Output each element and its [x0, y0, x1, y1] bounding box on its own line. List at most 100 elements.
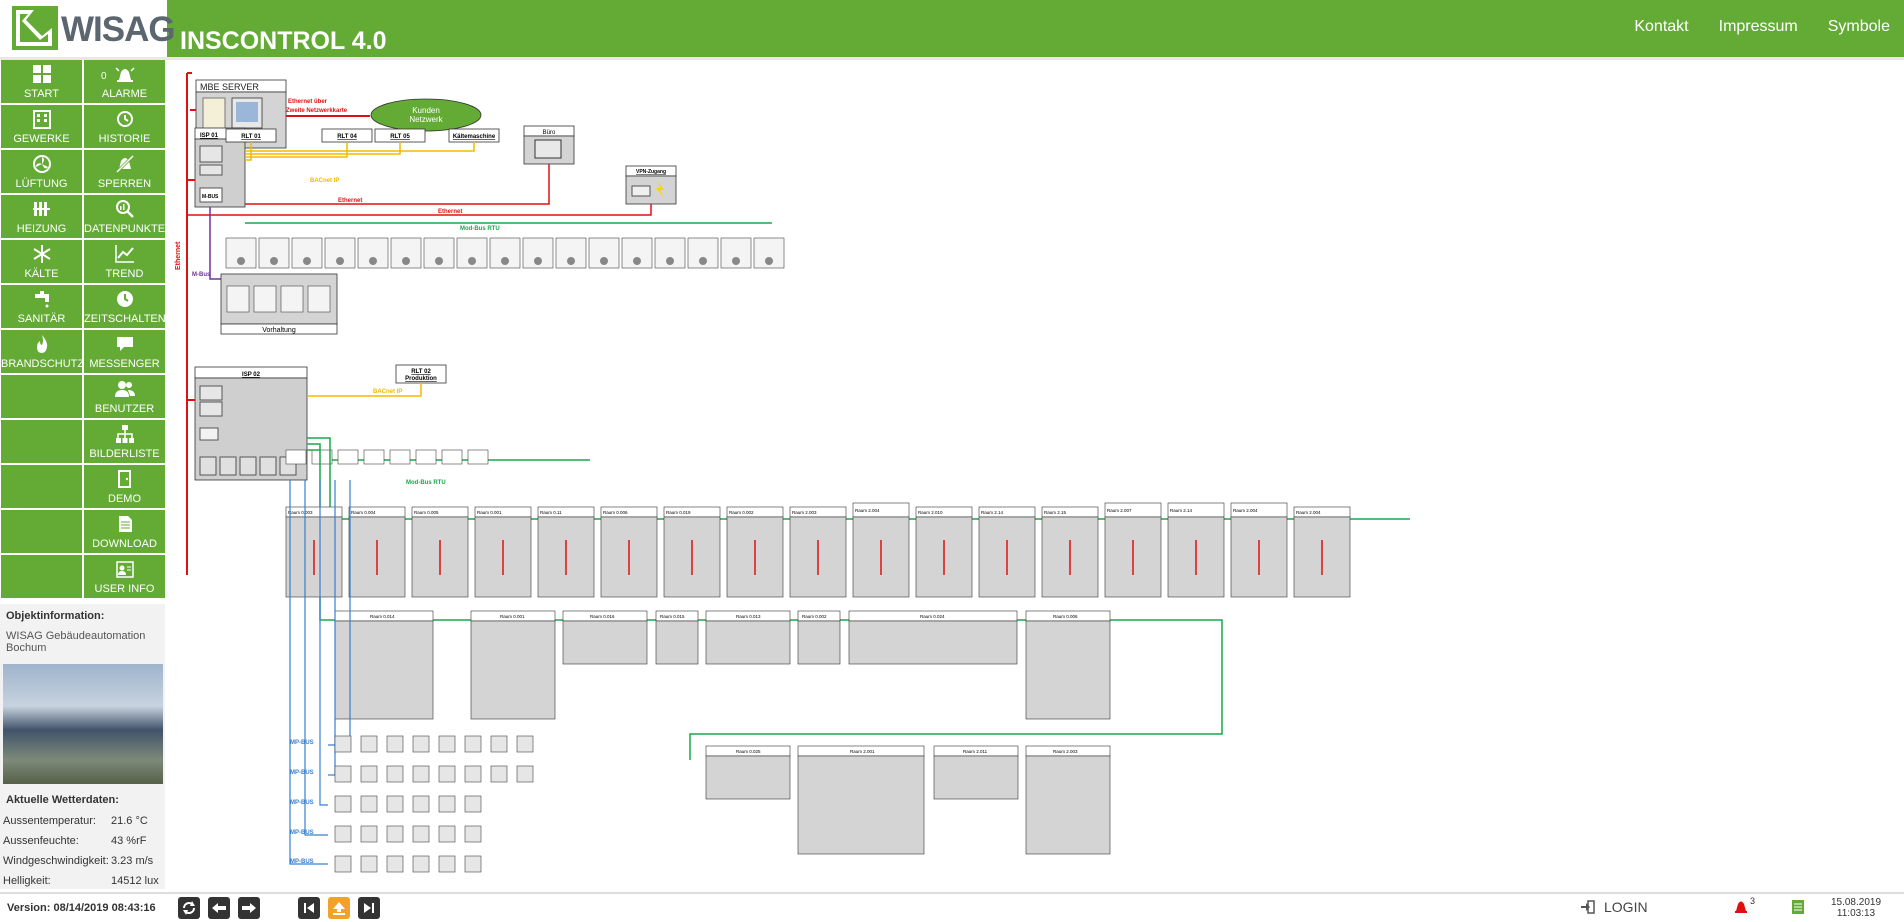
nav-label: DOWNLOAD: [92, 538, 157, 550]
customer-network-node[interactable]: [370, 98, 482, 132]
nav-sperren-button[interactable]: SPERREN: [84, 150, 165, 193]
back-button[interactable]: [208, 897, 230, 919]
weather-value: 3.23 m/s: [111, 855, 154, 867]
room-box[interactable]: [705, 755, 791, 800]
nav-impressum-link[interactable]: Impressum: [1718, 18, 1798, 35]
room-label: Raum 2.004: [1233, 508, 1258, 513]
alarm-bell-icon: [1735, 901, 1747, 913]
nav-label: BENUTZER: [94, 403, 155, 415]
nav-alarme-button[interactable]: 0 ALARME: [84, 60, 165, 103]
users-icon: [114, 381, 135, 397]
time-text: 11:03:13: [1836, 908, 1876, 919]
refresh-button[interactable]: [178, 897, 200, 919]
datapoint-search-icon: [115, 200, 134, 218]
room-label: Raum 0.019: [666, 510, 691, 515]
login-button[interactable]: LOGIN: [1580, 899, 1648, 915]
room-label: Raum 0.013: [736, 614, 761, 619]
nav-trend-button[interactable]: TREND: [84, 240, 165, 283]
room-box[interactable]: [848, 620, 1018, 665]
room-label: Raum 0.014: [370, 614, 395, 619]
footer-alarm-count: 3: [1750, 896, 1756, 906]
object-info-heading: Objektinformation:: [6, 610, 105, 622]
nav-datenpunkte-button[interactable]: DATENPUNKTE: [84, 195, 165, 238]
footer-alarm-button[interactable]: [1733, 899, 1749, 920]
room-label: Raum 0.001: [477, 510, 502, 515]
nav-zeitschalten-button[interactable]: ZEITSCHALTEN: [84, 285, 166, 328]
room-box[interactable]: [562, 620, 648, 665]
nav-heizung-button[interactable]: HEIZUNG: [1, 195, 82, 238]
sidebar-nav: START 0 ALARME GEWERKE HISTORIE LÜFTUNG …: [0, 60, 167, 603]
room-row-2: Raum 0.014 Raum 0.001 Raum 0.016 Raum 0.…: [334, 610, 1111, 720]
energy-meter[interactable]: [720, 237, 752, 269]
nav-label: HISTORIE: [98, 133, 151, 145]
room-box[interactable]: [1025, 755, 1111, 855]
rlt02-label-2: Produktion: [405, 376, 437, 382]
room-box[interactable]: [470, 620, 556, 720]
nav-messenger-button[interactable]: MESSENGER: [84, 330, 165, 373]
nav-brandschutz-button[interactable]: BRANDSCHUTZ: [1, 330, 84, 373]
grid-icon: [32, 65, 51, 83]
skip-last-icon: [364, 903, 374, 913]
sitemap-icon: [115, 425, 134, 443]
energy-meter[interactable]: [423, 237, 455, 269]
nav-symbole-link[interactable]: Symbole: [1827, 18, 1890, 35]
nav-label: ZEITSCHALTEN: [84, 313, 166, 325]
refresh-icon: [183, 901, 195, 915]
nav-sanitaer-button[interactable]: SANITÄR: [1, 285, 82, 328]
snowflake-icon: [32, 245, 51, 263]
first-page-button[interactable]: [298, 897, 320, 919]
nav-lueftung-button[interactable]: LÜFTUNG: [1, 150, 82, 193]
room-box[interactable]: [334, 620, 434, 720]
mpbus-actuators: [334, 735, 534, 873]
room-label: Raum 0.002: [729, 510, 754, 515]
room-label: Raum 0.002: [802, 614, 827, 619]
chat-bubble-icon: [116, 337, 133, 351]
wisag-logo[interactable]: WISAG: [0, 0, 176, 57]
nav-historie-button[interactable]: HISTORIE: [84, 105, 165, 148]
room-label: Raum 2.004: [1296, 510, 1321, 515]
room-box[interactable]: [797, 755, 925, 855]
customer-network-label: Kunden: [412, 106, 440, 115]
document-icon: [118, 516, 132, 532]
nav-kontakt-link[interactable]: Kontakt: [1634, 18, 1689, 35]
server-status-button[interactable]: [1791, 899, 1805, 920]
room-box[interactable]: [797, 620, 841, 665]
nav-gewerke-button[interactable]: GEWERKE: [1, 105, 82, 148]
building-icon: [32, 110, 51, 129]
mbus-label: M-Bus: [192, 272, 211, 278]
room-box[interactable]: [933, 755, 1019, 800]
app-title: INSCONTROL 4.0: [180, 27, 387, 55]
nav-demo-button[interactable]: DEMO: [84, 465, 165, 508]
nav-start-button[interactable]: START: [1, 60, 82, 103]
bacnet-label: BACnet IP: [310, 178, 339, 184]
room-box[interactable]: [655, 620, 699, 665]
nav-download-button[interactable]: DOWNLOAD: [84, 510, 165, 553]
last-page-button[interactable]: [358, 897, 380, 919]
logo-text: WISAG: [61, 10, 176, 49]
room-box[interactable]: [1025, 620, 1111, 720]
weather-value: 21.6 °C: [111, 815, 148, 827]
room-label: Raum 2.011: [963, 749, 988, 754]
faucet-icon: [34, 291, 49, 308]
nav-benutzer-button[interactable]: BENUTZER: [84, 375, 165, 418]
room-label: Raum 0.11: [540, 510, 562, 515]
nav-bilderliste-button[interactable]: BILDERLISTE: [84, 420, 165, 463]
room-box[interactable]: [705, 620, 791, 665]
upload-arrow-icon: [333, 902, 345, 915]
datetime-display: 15.08.2019 11:03:13: [1826, 897, 1886, 919]
forward-button[interactable]: [238, 897, 260, 919]
rlt-label: Kältemaschine: [453, 134, 496, 140]
nav-label: SANITÄR: [17, 313, 66, 325]
room-label: Raum 2.001: [850, 749, 875, 754]
weather-key: Helligkeit:: [3, 875, 51, 887]
room-label: Raum 0.015: [660, 614, 685, 619]
nav-user-info-button[interactable]: USER INFO: [84, 555, 165, 598]
energy-meter[interactable]: [522, 237, 554, 269]
nav-kaelte-button[interactable]: KÄLTE: [1, 240, 82, 283]
history-icon: [116, 111, 133, 127]
energy-meter[interactable]: [390, 237, 422, 269]
object-city: Bochum: [6, 642, 47, 654]
nav-label: LÜFTUNG: [15, 178, 68, 190]
wisag-logo-icon: [12, 6, 58, 50]
up-button[interactable]: [328, 897, 350, 919]
